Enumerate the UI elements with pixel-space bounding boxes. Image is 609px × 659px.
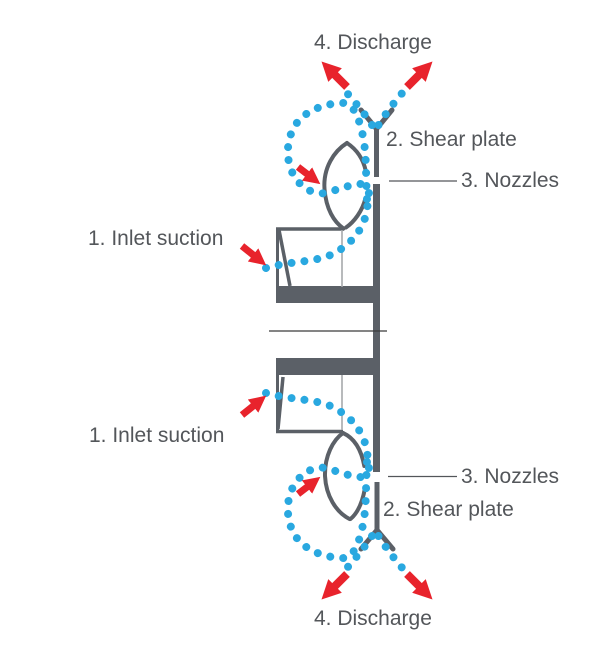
flow-path-discharge-bottom-right — [374, 532, 411, 578]
vortex-arrow-bottom-icon — [295, 476, 321, 497]
hub-bar-top — [276, 286, 378, 303]
label-discharge-top: 4. Discharge — [314, 31, 432, 54]
label-nozzles-bottom: 3. Nozzles — [461, 465, 560, 488]
flow-path-vortex-bottom — [283, 458, 375, 563]
flow-path-vortex-top — [283, 98, 375, 203]
label-shear-plate-top: 2. Shear plate — [386, 128, 517, 151]
label-shear-plate-bottom: 2. Shear plate — [383, 498, 514, 521]
inlet-arrow-bottom-icon — [239, 395, 267, 418]
hub-bar-bottom — [276, 358, 378, 375]
vortex-arrow-top-icon — [295, 164, 321, 185]
flow-path-discharge-top-right — [374, 83, 411, 129]
impeller-blade-top-right-upper-arc — [345, 141, 368, 173]
shear-plate-bottom-icon — [358, 526, 396, 552]
inlet-vane-bottom — [276, 376, 285, 430]
label-inlet-suction-bottom: 1. Inlet suction — [89, 424, 225, 447]
flow-path-discharge-top-left — [339, 84, 376, 129]
impeller-blade-top-right-lower-arc — [344, 196, 368, 230]
flow-path-inlet-bottom — [262, 389, 377, 484]
discharge-arrow-top-left-icon — [321, 61, 350, 90]
label-discharge-bottom: 4. Discharge — [314, 607, 432, 630]
impeller-blade-bottom-left-arc — [322, 431, 352, 521]
discharge-arrow-bottom-right-icon — [404, 571, 433, 600]
discharge-arrow-bottom-left-icon — [321, 571, 350, 600]
impeller-blade-top-left-arc — [322, 141, 349, 231]
impeller-blade-bottom-right-lower-arc — [348, 487, 367, 521]
flow-path-inlet-top — [262, 177, 377, 272]
label-nozzles-top: 3. Nozzles — [461, 169, 560, 192]
impeller-blade-bottom-right-upper-arc — [341, 431, 367, 468]
inlet-arrow-top-icon — [239, 243, 267, 266]
discharge-arrow-top-right-icon — [404, 61, 433, 90]
label-inlet-suction-top: 1. Inlet suction — [88, 227, 224, 250]
inlet-vane-top — [277, 229, 292, 287]
flow-path-discharge-bottom-left — [339, 532, 376, 577]
